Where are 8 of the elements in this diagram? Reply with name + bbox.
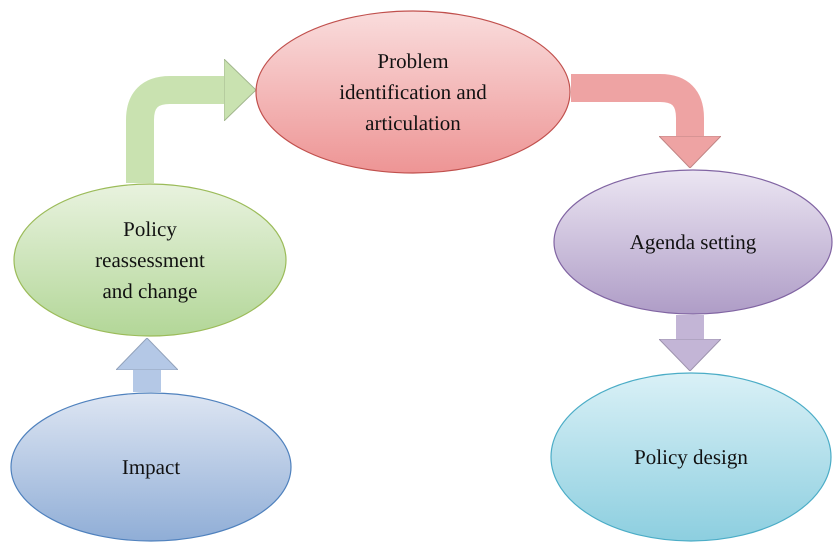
node-label: Impact: [122, 454, 180, 480]
block-arrow: [658, 315, 722, 372]
block-arrow: [116, 338, 178, 392]
node-label: Agenda setting: [630, 228, 756, 256]
node-label: Policy design: [634, 444, 748, 470]
block-arrow: [571, 74, 722, 168]
node-label: Problem identification and articulation: [338, 48, 488, 136]
node-label: Policy reassessment and change: [94, 216, 206, 304]
